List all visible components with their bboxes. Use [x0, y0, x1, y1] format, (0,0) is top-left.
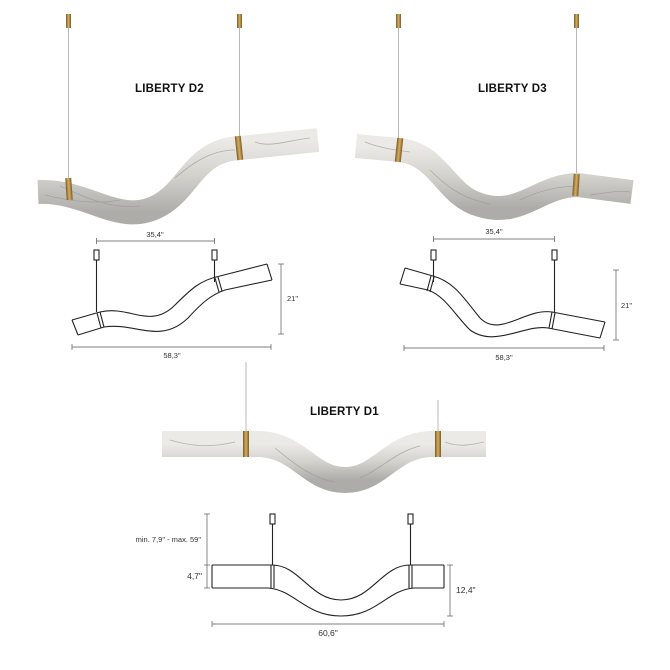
ring-outline — [429, 276, 435, 293]
marble-veins — [44, 137, 311, 208]
tube-end-cap — [266, 263, 273, 281]
canopy-outline — [551, 249, 558, 261]
tube-outline-top — [71, 263, 268, 321]
dimension-drop-label: min. 7,9" - max. 59" — [136, 535, 202, 544]
brass-ring — [435, 431, 441, 457]
dimension-spacing-label: 35,4" — [146, 230, 164, 239]
dimension-height-label: 12,4" — [456, 585, 476, 595]
ceiling-canopy — [237, 14, 242, 28]
canopy-outline — [269, 513, 276, 525]
dimension-length-label: 58,3" — [163, 351, 181, 360]
tube-outline-bottom — [212, 587, 444, 617]
marble-veins — [169, 439, 485, 483]
tube-end-cap — [599, 321, 606, 339]
ring-outline — [217, 276, 223, 292]
ring-outline — [548, 311, 553, 329]
liberty-d1-drawing: min. 7,9" - max. 59" 4,7" 12,4" 60,6" — [136, 513, 476, 638]
tube-outline-top — [212, 564, 444, 601]
dimension-length-label: 60,6" — [318, 628, 338, 638]
marble-tube — [162, 431, 486, 494]
dimension-height-label: 21" — [621, 301, 632, 310]
canopy-outline — [211, 249, 218, 261]
liberty-d1-title: LIBERTY D1 — [310, 406, 379, 418]
brass-ring — [65, 177, 73, 201]
marble-veins — [364, 141, 631, 205]
marble-tube — [354, 134, 634, 220]
tube-outline-bottom — [77, 279, 273, 336]
ring-outline — [99, 311, 105, 328]
brass-ring — [394, 137, 404, 163]
liberty-d2-drawing: 35,4" 21" 58,3" — [71, 230, 298, 360]
tube-end-cap — [399, 267, 406, 285]
dimension-height-label: 21" — [287, 294, 298, 303]
ceiling-canopy — [396, 14, 401, 28]
canopy-outline — [93, 249, 100, 261]
brass-ring — [572, 173, 580, 197]
tube-outline-top — [404, 267, 606, 326]
product-liberty-d1: LIBERTY D1 min. 7,9" - max. 59" — [136, 362, 486, 638]
liberty-d2-title: LIBERTY D2 — [135, 83, 204, 95]
liberty-d3-title: LIBERTY D3 — [478, 83, 547, 95]
dimension-tube-diameter-label: 4,7" — [187, 571, 202, 581]
canopy-outline — [407, 513, 414, 525]
ceiling-canopy — [66, 14, 71, 28]
tube-outline-bottom — [399, 283, 601, 339]
dimension-spacing-label: 35,4" — [485, 227, 503, 236]
tube-end-cap — [71, 319, 79, 336]
brass-ring — [234, 135, 244, 161]
ring-outline — [96, 312, 102, 329]
marble-tube — [37, 128, 320, 225]
dimension-length-label: 58,3" — [495, 353, 513, 362]
product-liberty-d2: LIBERTY D2 35,4" — [37, 14, 320, 360]
product-liberty-d3: LIBERTY D3 35,4" — [354, 14, 634, 362]
brass-ring — [243, 431, 249, 457]
ring-outline — [214, 277, 220, 293]
ring-outline — [551, 312, 556, 330]
ceiling-canopy — [574, 14, 579, 28]
canopy-outline — [430, 249, 437, 261]
ring-outline — [426, 275, 432, 292]
liberty-d3-drawing: 35,4" 21" 58,3" — [399, 227, 632, 362]
